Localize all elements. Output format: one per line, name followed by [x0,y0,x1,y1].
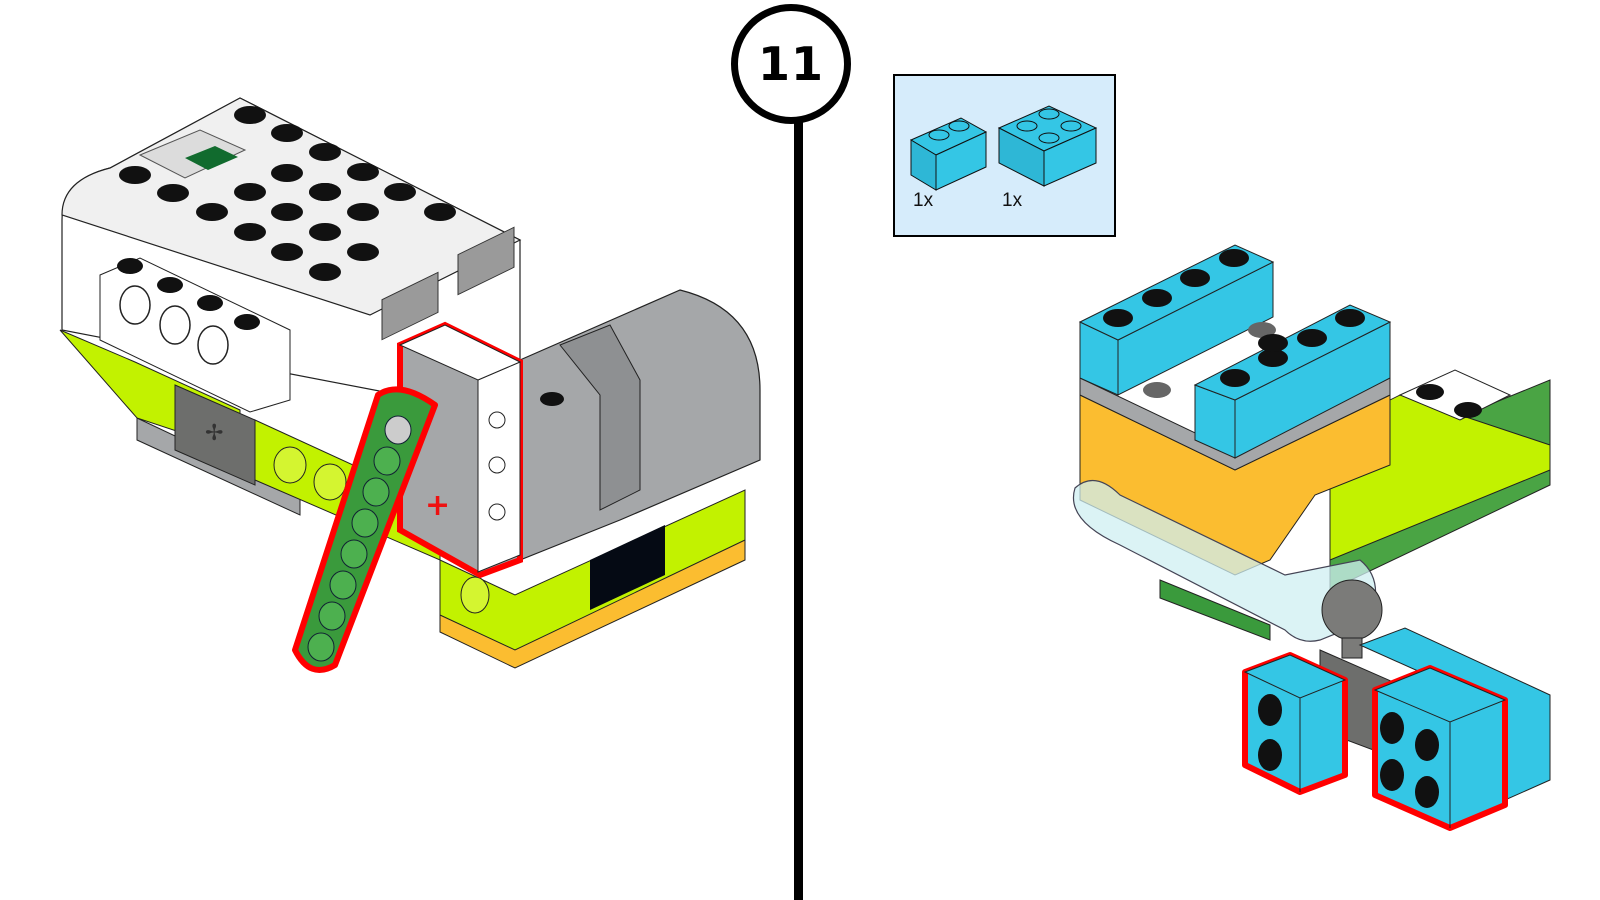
highlighted-green-beam [292,386,438,673]
left-model: ✢ [59,97,761,673]
hub-port-b [457,226,515,296]
hub-power-button [185,146,238,170]
step-number-badge: 11 [731,4,851,124]
highlighted-brick-2x2 [1372,665,1508,831]
green-plate-under [1159,579,1271,641]
highlighted-brick-1x2 [1242,652,1348,795]
axle-hole-icon: ✢ [205,421,223,446]
step-number: 11 [757,37,824,91]
hub-button-panel [138,129,247,179]
parts-list-box: 1x 1x [893,74,1116,237]
hub-studs [119,106,456,281]
part-brick-2x2-icon [997,105,1098,187]
part-qty-2x2: 1x [1002,190,1023,211]
hub-port-a [381,271,439,341]
svg-text:+: + [425,488,450,523]
black-tile [590,525,665,610]
ball-joint [1321,579,1383,641]
part-qty-1x2: 1x [913,190,934,211]
motor-band [559,324,641,511]
white-plate [1398,369,1512,421]
part-brick-1x2-icon [909,117,988,191]
right-model [1073,244,1551,831]
step-divider-line [794,122,803,900]
white-technic-brick [99,257,291,413]
axle-block [174,384,256,486]
